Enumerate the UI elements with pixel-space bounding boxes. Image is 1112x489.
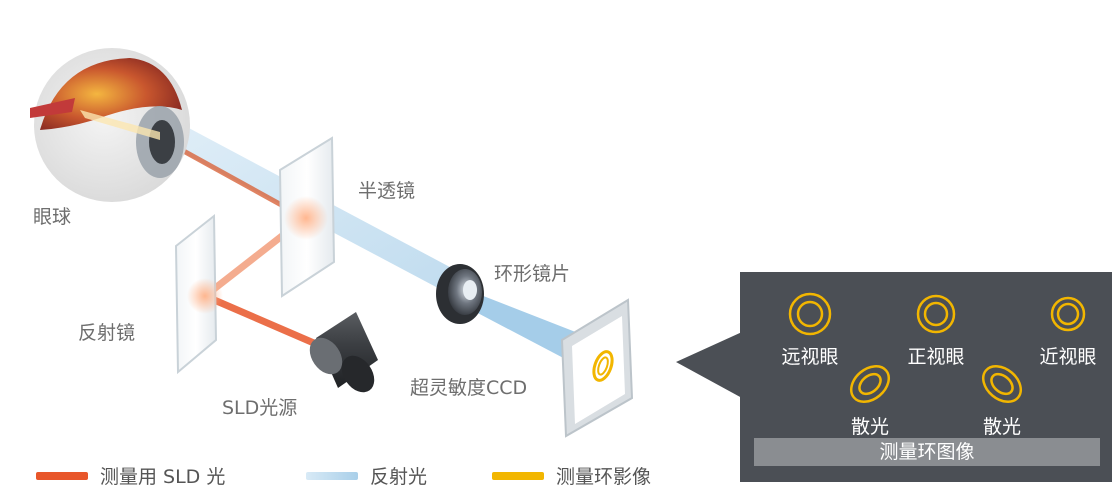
- legend-swatch-sld: [36, 471, 88, 480]
- ring-label: 散光: [982, 416, 1021, 438]
- sld-light-source-to-reflector: [203, 292, 332, 354]
- ring-astigmatism-left: 散光: [830, 360, 910, 439]
- sld-source: [309, 312, 378, 393]
- ring-label: 散光: [850, 416, 889, 438]
- ring-image-panel: 远视眼 正视眼 近视眼 散光 散光 测量环图像: [740, 272, 1112, 482]
- eyeball: [30, 48, 190, 202]
- legend-label: 反射光: [370, 466, 428, 488]
- label-ring-lens: 环形镜片: [494, 263, 571, 285]
- legend-ring-image: 测量环影像: [492, 462, 651, 489]
- legend-label: 测量环影像: [556, 466, 652, 488]
- callout-pointer: [676, 332, 742, 398]
- label-reflector: 反射镜: [78, 322, 136, 344]
- legend-sld-light: 测量用 SLD 光: [36, 462, 225, 489]
- legend-label: 测量用 SLD 光: [100, 466, 226, 488]
- ring-label: 正视眼: [907, 346, 965, 368]
- ring-astigmatism-right: 散光: [962, 360, 1042, 439]
- legend-swatch-ring: [492, 471, 544, 480]
- label-ccd: 超灵敏度CCD: [410, 377, 528, 399]
- ring-myopia: 近视眼: [1028, 290, 1108, 369]
- ring-emmetropia: 正视眼: [896, 290, 976, 369]
- ring-lens: [436, 264, 484, 324]
- label-sld-source: SLD光源: [222, 397, 298, 419]
- ring-circle-icon: [1050, 296, 1086, 332]
- ring-circle-icon: [788, 292, 832, 336]
- reflector-mirror: [174, 213, 223, 375]
- ring-hyperopia: 远视眼: [770, 290, 850, 369]
- label-half-mirror: 半透镜: [358, 180, 416, 202]
- ring-ellipse-icon: [981, 365, 1023, 403]
- ring-circle-icon: [916, 294, 956, 334]
- half-mirror: [278, 136, 336, 298]
- ring-label: 远视眼: [781, 346, 839, 368]
- ring-ellipse-icon: [849, 365, 891, 403]
- ccd-sensor: [560, 298, 634, 438]
- legend-reflected-light: 反射光: [306, 462, 427, 489]
- label-eye: 眼球: [33, 206, 72, 228]
- ring-label: 近视眼: [1039, 346, 1097, 368]
- panel-caption: 测量环图像: [754, 438, 1100, 466]
- legend-swatch-reflected: [306, 471, 358, 480]
